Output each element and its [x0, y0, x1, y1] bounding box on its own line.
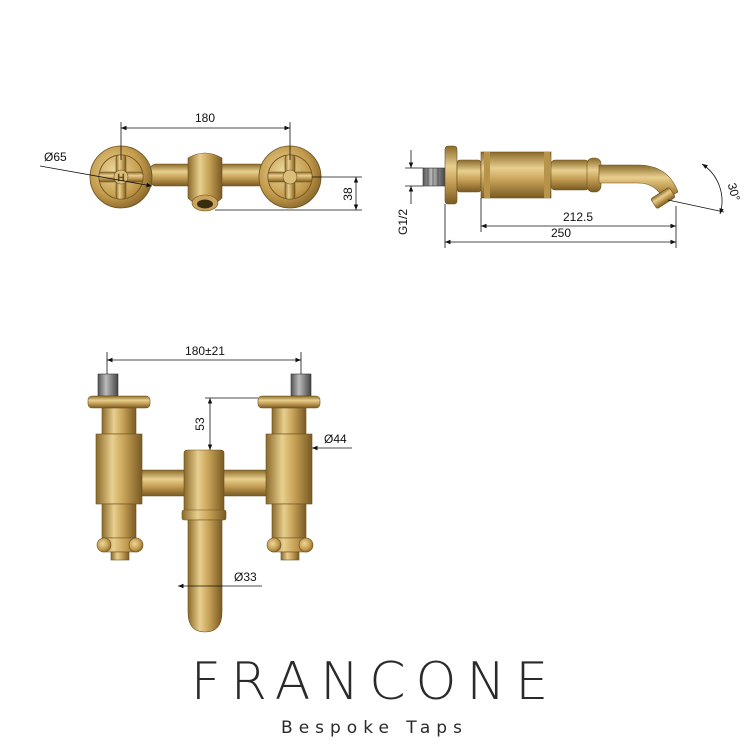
front-dim-height: 38	[341, 187, 355, 201]
side-dim-length-a: 212.5	[563, 210, 593, 224]
brand-logo-name: FRANCONE	[190, 652, 559, 712]
brand-tagline: Bespoke Taps	[281, 718, 468, 738]
side-dim-angle: 30°	[725, 181, 743, 202]
rear-dim-height: 53	[193, 417, 207, 431]
side-view-dimensions: G1/2 212.5 250 30°	[396, 150, 743, 248]
side-dim-thread: G1/2	[396, 209, 410, 235]
right-cross-handle	[267, 154, 313, 200]
left-valve-body	[87, 373, 151, 561]
side-view	[422, 145, 679, 209]
front-dim-width: 180	[195, 111, 215, 125]
left-cross-handle: H	[98, 154, 144, 200]
rear-view-dimensions: 180±21 53 Ø44 Ø33	[106, 344, 352, 589]
svg-text:H: H	[117, 173, 124, 184]
rear-dim-spout-diameter: Ø33	[234, 570, 257, 584]
side-dim-length-b: 250	[551, 226, 571, 240]
rear-dim-width: 180±21	[185, 344, 225, 358]
front-view-dimensions: 180 Ø65 38	[39, 111, 362, 211]
front-view: H	[89, 145, 322, 212]
rear-dim-body-diameter: Ø44	[324, 432, 347, 446]
rear-view	[87, 373, 321, 633]
central-spout	[181, 449, 227, 633]
front-dim-diameter: Ø65	[44, 150, 67, 164]
right-valve-body	[257, 373, 321, 561]
